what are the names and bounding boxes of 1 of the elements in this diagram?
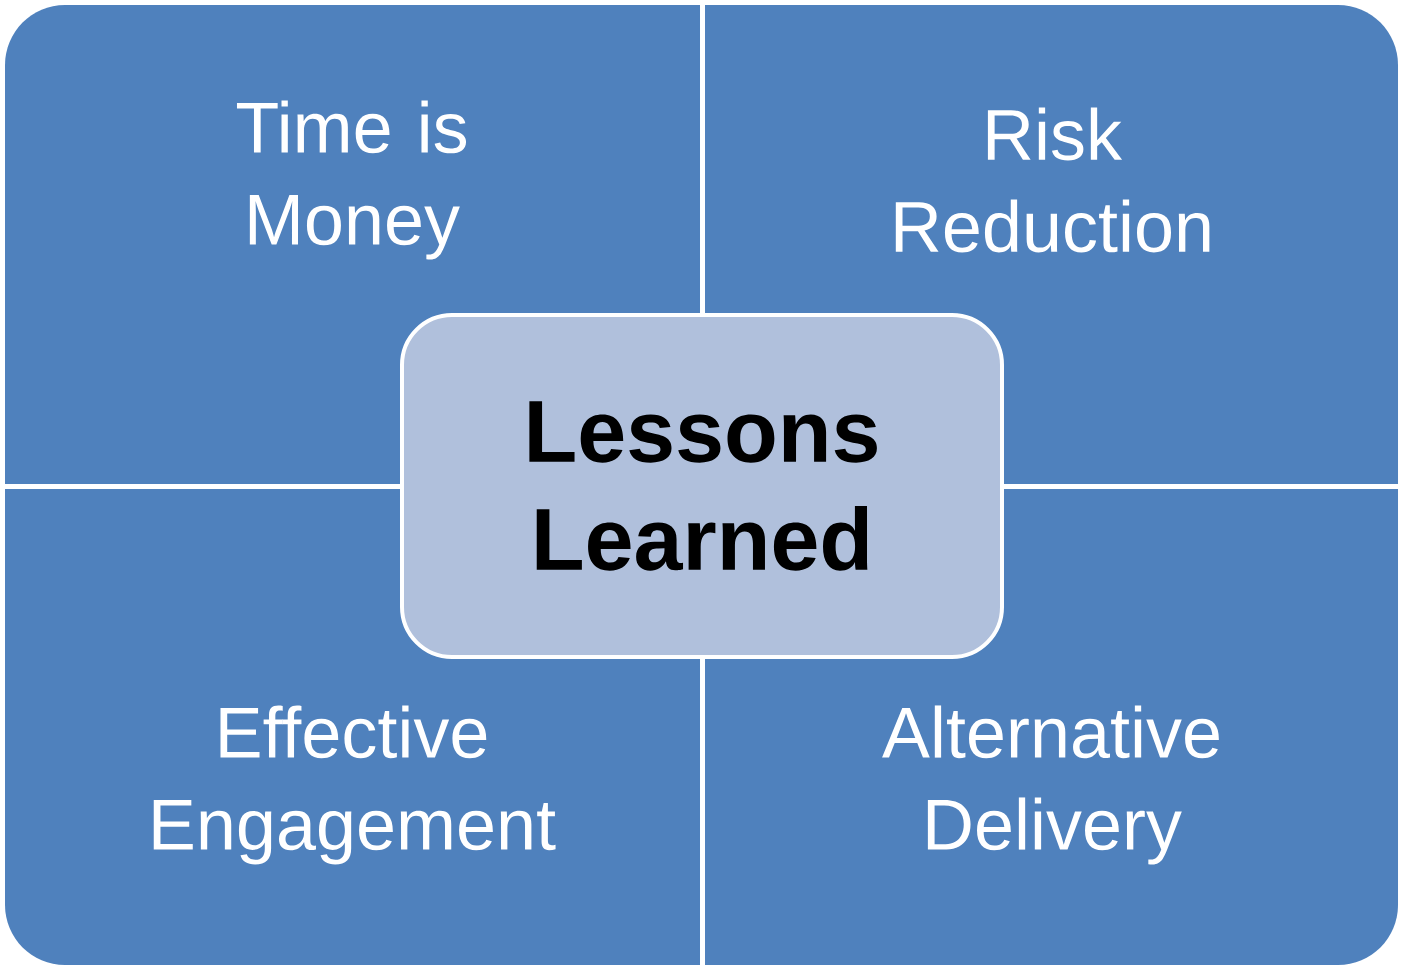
center-box: Lessons Learned <box>400 313 1004 659</box>
